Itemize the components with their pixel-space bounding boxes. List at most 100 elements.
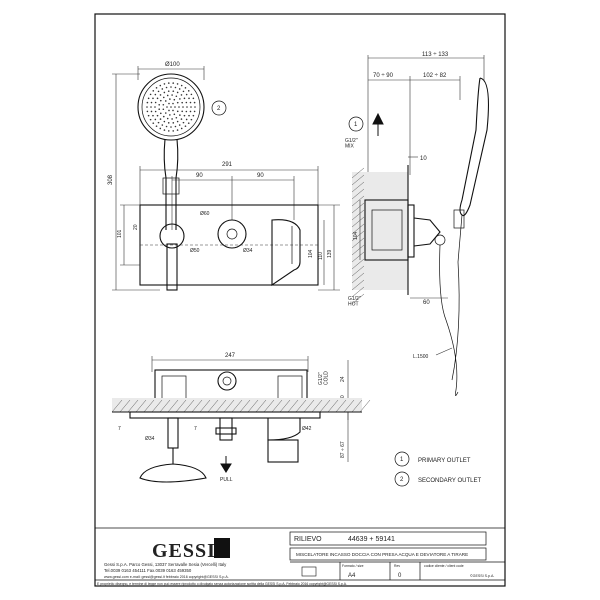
hatch-line bbox=[207, 399, 219, 413]
hatch-line bbox=[175, 399, 187, 413]
nozzle bbox=[152, 90, 155, 92]
hatch-line bbox=[351, 202, 365, 214]
hatch-line bbox=[351, 174, 365, 186]
nozzle bbox=[157, 90, 160, 93]
nozzle bbox=[180, 118, 183, 120]
hatch-line bbox=[183, 399, 195, 413]
format-value: A4 bbox=[348, 573, 356, 579]
nozzle bbox=[165, 125, 168, 128]
nozzle bbox=[176, 120, 179, 123]
nozzle bbox=[167, 130, 170, 132]
product-name: RILIEVO bbox=[294, 536, 322, 543]
nozzle bbox=[172, 122, 175, 124]
hatch-line bbox=[279, 399, 291, 413]
hatch-line bbox=[127, 399, 139, 413]
flow-arrow-up bbox=[372, 112, 384, 136]
dim-left-span: 90 bbox=[196, 173, 203, 179]
hatch-line bbox=[351, 293, 365, 305]
nozzle bbox=[154, 118, 157, 121]
nozzle bbox=[185, 101, 188, 104]
label-side-104: 104 bbox=[353, 231, 359, 240]
nozzle bbox=[172, 109, 174, 112]
nozzle bbox=[193, 101, 196, 104]
nozzle bbox=[166, 106, 168, 108]
nozzle bbox=[159, 84, 162, 87]
hatch-line bbox=[319, 399, 331, 413]
nozzle bbox=[172, 90, 175, 92]
nozzle bbox=[187, 122, 190, 124]
dim-42: Ø42 bbox=[302, 426, 312, 432]
nozzle bbox=[183, 114, 186, 117]
product-description: MISCELATORE INCASSO DOCCIA CON PRESA ACQ… bbox=[296, 552, 468, 557]
label-mix: G1/2"MIX bbox=[345, 138, 358, 150]
hatch-line bbox=[215, 399, 227, 413]
hatch-line bbox=[351, 216, 365, 228]
title-block: GESSI RILIEVO 44639 + 59141 MISCELATORE … bbox=[95, 527, 505, 586]
hand-shower-front bbox=[137, 73, 205, 230]
nozzle bbox=[150, 101, 153, 104]
nozzle bbox=[171, 118, 173, 120]
nozzle bbox=[172, 102, 174, 105]
hatch-line bbox=[351, 279, 365, 291]
nozzle bbox=[193, 110, 196, 113]
nozzle bbox=[167, 122, 170, 124]
nozzle bbox=[161, 124, 164, 126]
nozzle bbox=[158, 108, 161, 111]
pull-arrow bbox=[220, 456, 232, 473]
hatch-line bbox=[343, 399, 355, 413]
nozzle bbox=[176, 110, 179, 113]
nozzle bbox=[182, 106, 184, 108]
nozzle bbox=[187, 90, 190, 92]
nozzle bbox=[175, 116, 178, 119]
nozzle bbox=[161, 88, 164, 90]
nozzle bbox=[185, 118, 188, 121]
rev-label: Rev bbox=[394, 564, 400, 568]
nozzle bbox=[149, 93, 152, 96]
dim-20: 20 bbox=[133, 224, 139, 230]
dim-104: 104 bbox=[308, 249, 314, 258]
nozzle bbox=[159, 127, 162, 130]
hatch-line bbox=[287, 399, 299, 413]
hatch-line bbox=[351, 286, 365, 298]
hatch-line bbox=[335, 399, 347, 413]
label-cold: G1/2"COLD bbox=[318, 371, 330, 385]
hatch-line bbox=[239, 399, 251, 413]
nozzle bbox=[169, 114, 171, 116]
hatch-line bbox=[327, 399, 339, 413]
nozzle bbox=[172, 82, 175, 84]
nozzle bbox=[168, 102, 170, 105]
hatch-line bbox=[351, 237, 365, 249]
nozzle bbox=[157, 121, 160, 124]
nozzle bbox=[152, 114, 154, 117]
shower-hose bbox=[439, 244, 459, 396]
side-view: 113 ÷ 133 70 ÷ 90 102 ÷ 82 1 G1/2"MIX 10 bbox=[345, 52, 489, 396]
dim-total-height: 308 bbox=[108, 174, 114, 185]
nozzle bbox=[154, 101, 157, 104]
nozzle bbox=[180, 94, 183, 96]
nozzle bbox=[154, 106, 156, 108]
nozzle bbox=[190, 106, 192, 108]
dim-247: 247 bbox=[225, 353, 236, 359]
legend-num-1: 1 bbox=[400, 457, 404, 463]
hatch-line bbox=[295, 399, 307, 413]
top-view: 247 G1/2"COLD 24 20 ÷ 40 PULL 7 7 Ø34 Ø4… bbox=[111, 353, 371, 483]
nozzle bbox=[182, 121, 185, 124]
nozzle bbox=[163, 120, 166, 123]
nozzle bbox=[147, 114, 150, 117]
nozzle bbox=[163, 91, 166, 94]
client-code-label: codice cliente / client code bbox=[424, 564, 464, 568]
nozzle bbox=[168, 109, 170, 112]
hatch-line bbox=[351, 399, 363, 413]
nozzle bbox=[181, 101, 183, 104]
nozzle bbox=[174, 125, 177, 128]
hatch-line bbox=[351, 167, 365, 179]
hatch-line bbox=[351, 265, 365, 277]
nozzle bbox=[188, 114, 190, 117]
nozzle bbox=[150, 110, 153, 113]
nozzle bbox=[189, 110, 192, 113]
dim-101: 101 bbox=[117, 229, 123, 238]
wall-section-hatching bbox=[111, 399, 371, 413]
hatch-line bbox=[351, 223, 365, 235]
nozzle bbox=[156, 97, 159, 100]
nozzle bbox=[176, 129, 179, 131]
